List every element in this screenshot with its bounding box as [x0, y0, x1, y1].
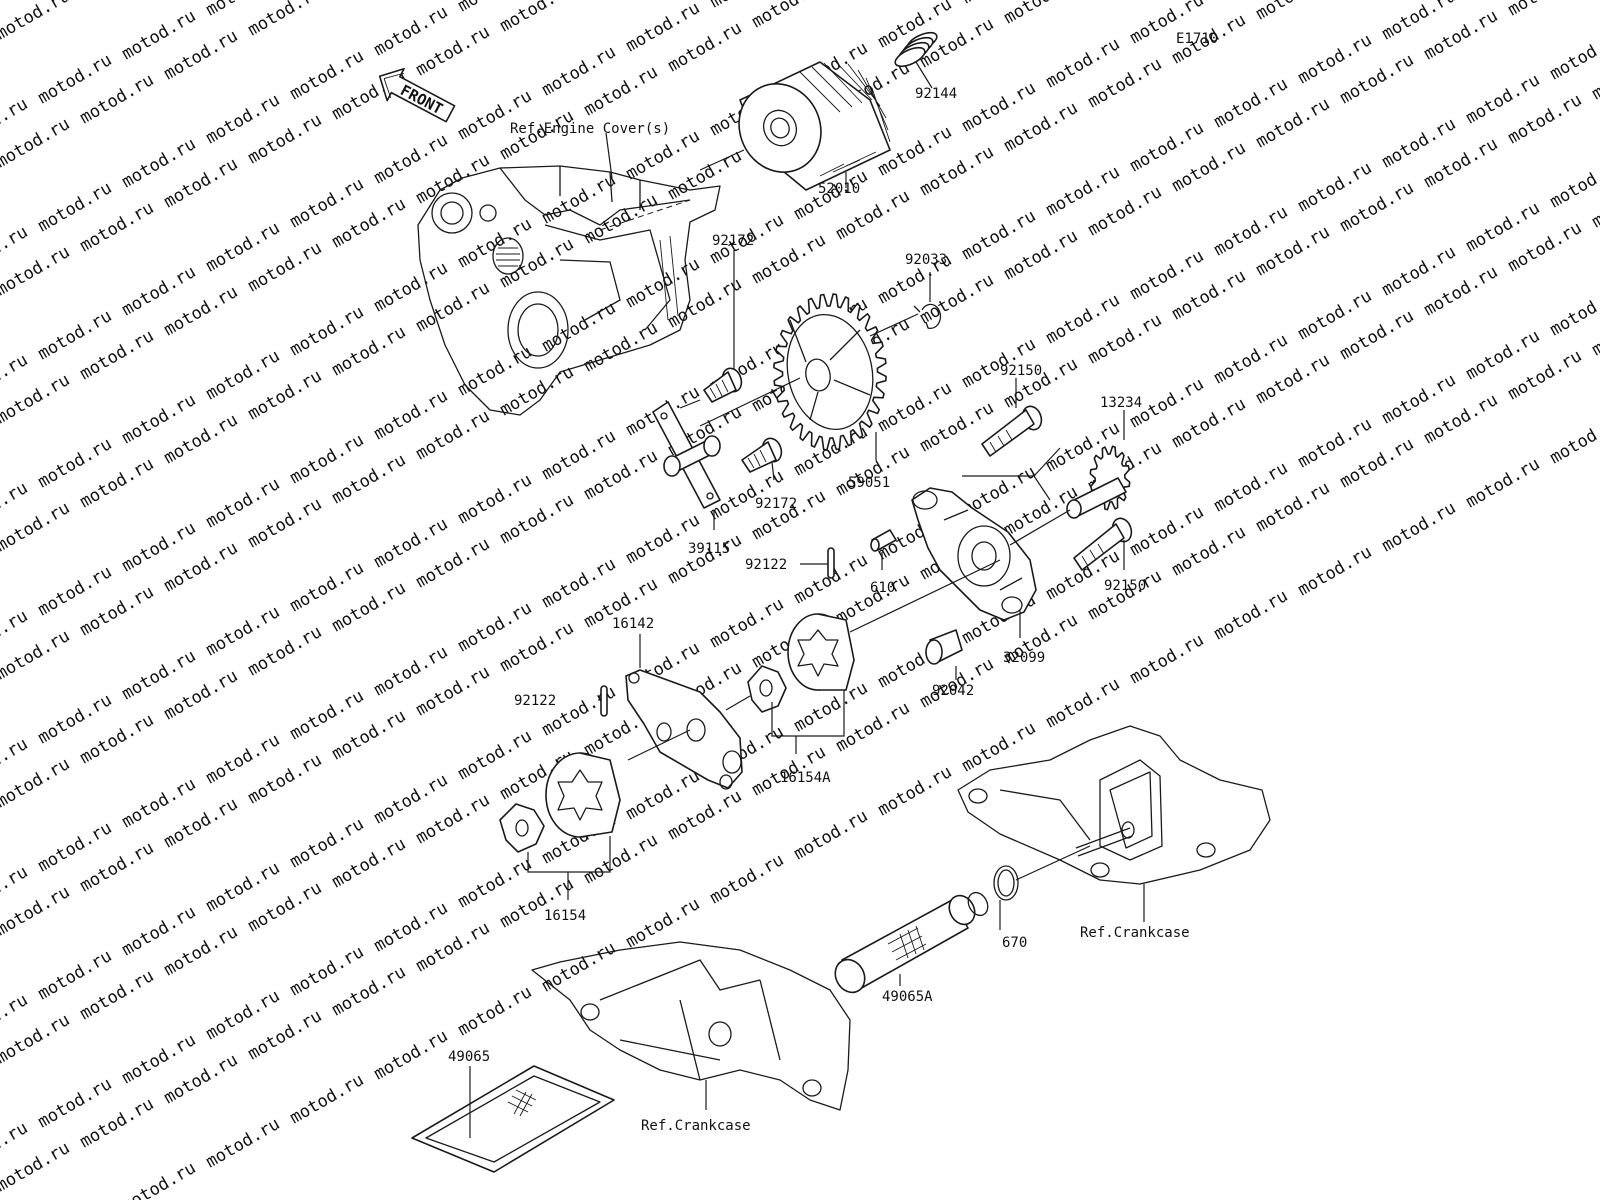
part-number-92172-top[interactable]: 92172 — [712, 233, 754, 249]
watermark-text: motod.ru — [245, 0, 326, 40]
part-number-92172-bottom[interactable]: 92172 — [755, 496, 797, 512]
part-labels: E1710 Ref.Engine Cover(s) 92144 52010 92… — [448, 31, 1218, 1134]
oil-pump-body-32099 — [911, 487, 1037, 621]
part-number-16154[interactable]: 16154 — [544, 908, 586, 924]
oil-strainer-49065a — [834, 891, 989, 994]
part-number-13234[interactable]: 13234 — [1100, 395, 1142, 411]
watermark-text: motod.ru — [1043, 674, 1124, 732]
watermark-text: motod.ru — [287, 1070, 368, 1128]
dowel-pin-92122-upper — [827, 547, 835, 579]
part-number-92122-lower[interactable]: 92122 — [514, 693, 556, 709]
watermark-text: motod.ru — [0, 0, 73, 44]
watermark-text: motod.ru — [497, 0, 578, 36]
watermark-text: motod.ru — [1001, 0, 1082, 28]
pump-shaft-39115 — [652, 401, 721, 509]
front-arrow-label: FRONT — [397, 81, 445, 118]
part-number-92144[interactable]: 92144 — [915, 86, 957, 102]
circlip-92033 — [913, 303, 942, 330]
outer-rotor-16154a — [787, 613, 855, 691]
part-number-52010[interactable]: 52010 — [818, 181, 860, 197]
ref-crankcase-lower-label: Ref.Crankcase — [641, 1118, 751, 1134]
watermark-text: motod.ru — [1547, 282, 1600, 340]
oil-screen-49065 — [411, 1065, 615, 1173]
watermark-text: motod.ru — [1253, 0, 1334, 24]
part-number-59051[interactable]: 59051 — [848, 475, 890, 491]
part-number-92122-upper[interactable]: 92122 — [745, 557, 787, 573]
bolt-92172-bottom — [741, 437, 783, 473]
ref-crankcase-right-label: Ref.Crankcase — [1080, 925, 1190, 941]
oil-filter-52010 — [738, 61, 891, 191]
pump-gear-13234 — [1066, 445, 1131, 519]
watermark-text: motod.ru — [1547, 26, 1600, 84]
watermark-text: motod.ru — [539, 938, 620, 996]
watermark-text: motod.ru — [749, 0, 830, 32]
watermark-text: motod.ru — [1211, 586, 1292, 644]
part-number-92150-bottom[interactable]: 92150 — [1104, 578, 1146, 594]
collar-92042 — [925, 629, 963, 665]
watermark-text: motod.ru — [791, 806, 872, 864]
sprocket-59051 — [773, 293, 887, 451]
bolt-92150-top — [981, 405, 1043, 457]
part-number-16142[interactable]: 16142 — [612, 616, 654, 632]
spring-92144 — [894, 31, 938, 68]
bolt-92150-bottom — [1073, 517, 1133, 571]
part-number-610[interactable]: 610 — [870, 580, 895, 596]
part-number-92042[interactable]: 92042 — [932, 683, 974, 699]
dowel-pin-92122-lower — [600, 685, 608, 717]
outer-rotor-16154 — [545, 752, 621, 838]
part-number-32099[interactable]: 32099 — [1003, 650, 1045, 666]
leader-lines — [469, 61, 1145, 1138]
pump-plate-16142 — [625, 669, 743, 790]
engine-cover-reference-drawing — [417, 165, 721, 416]
watermark-text: motod.ru — [1127, 630, 1208, 688]
ref-engine-cover-label: Ref.Engine Cover(s) — [510, 121, 670, 137]
watermark-text: motod.ru — [1379, 498, 1460, 556]
crankcase-right-reference-drawing — [957, 725, 1271, 885]
bolt-92172-top — [703, 367, 743, 403]
part-number-39115[interactable]: 39115 — [688, 541, 730, 557]
watermark-text: motod.ru — [1547, 154, 1600, 212]
inner-rotor-16154a — [747, 665, 787, 713]
part-number-92150-top[interactable]: 92150 — [1000, 363, 1042, 379]
part-number-670[interactable]: 670 — [1002, 935, 1027, 951]
watermark-text: motod.ru — [119, 1158, 200, 1200]
watermark-text: motod.ru — [707, 850, 788, 908]
watermark-text: motod.ru — [1295, 542, 1376, 600]
part-number-16154a[interactable]: 16154A — [780, 770, 831, 786]
part-number-92033[interactable]: 92033 — [905, 252, 947, 268]
watermark-text: motod.ru — [1547, 410, 1600, 468]
o-ring-670 — [993, 865, 1019, 901]
part-number-49065[interactable]: 49065 — [448, 1049, 490, 1065]
watermark-text: motod.ru — [875, 762, 956, 820]
diagram-code: E1710 — [1176, 31, 1218, 47]
part-number-49065a[interactable]: 49065A — [882, 989, 933, 1005]
watermark-text: motod.ru — [1505, 0, 1586, 20]
watermark-text: motod.ru — [371, 1026, 452, 1084]
pin-610 — [870, 529, 897, 552]
crankcase-lower-reference-drawing — [531, 941, 851, 1111]
watermark-text: motod.ru — [203, 1114, 284, 1172]
watermark-text: motod.ru — [1463, 454, 1544, 512]
watermark-text: motod.ru — [455, 982, 536, 1040]
inner-rotor-16154 — [499, 803, 545, 853]
watermark-text: motod.ru — [959, 718, 1040, 776]
